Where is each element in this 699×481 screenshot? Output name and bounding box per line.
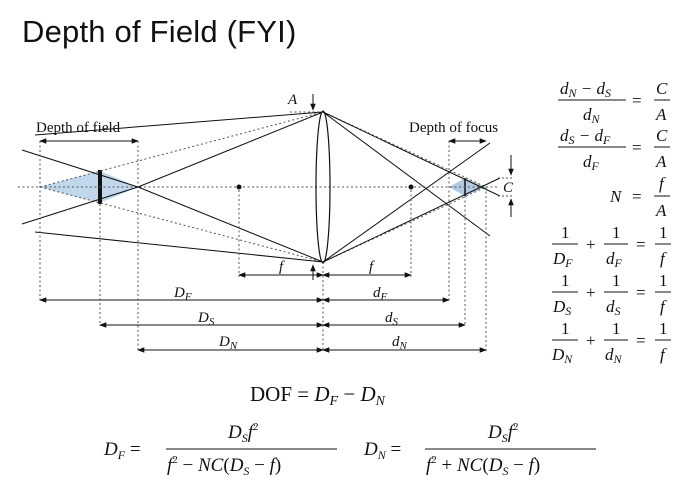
depth-of-focus-region bbox=[449, 178, 486, 196]
svg-text:1: 1 bbox=[659, 223, 668, 242]
distance-markers bbox=[39, 111, 487, 352]
svg-text:A: A bbox=[655, 105, 667, 124]
lens bbox=[315, 110, 331, 264]
svg-text:1: 1 bbox=[561, 319, 570, 338]
depth-of-focus-label: Depth of focus bbox=[409, 120, 498, 136]
aperture-label: A bbox=[287, 92, 298, 108]
svg-text:C: C bbox=[656, 126, 668, 145]
svg-text:f2 + NC(DS − f): f2 + NC(DS − f) bbox=[426, 454, 540, 478]
label-d-S: dS bbox=[385, 310, 399, 328]
svg-text:f: f bbox=[660, 297, 667, 316]
svg-text:dF: dF bbox=[606, 249, 623, 270]
label-D-N: DN bbox=[218, 334, 238, 352]
svg-text:1: 1 bbox=[659, 319, 668, 338]
equation-lens-S: 1 DS + 1 dS = 1 f bbox=[552, 271, 671, 318]
svg-text:+: + bbox=[586, 283, 596, 302]
svg-text:1: 1 bbox=[659, 271, 668, 290]
svg-text:dN: dN bbox=[605, 345, 623, 366]
equation-D-F: DF = DSf2 f2 − NC(DS − f) bbox=[103, 421, 337, 478]
svg-text:DF =: DF = bbox=[103, 439, 141, 462]
svg-text:f2 − NC(DS − f): f2 − NC(DS − f) bbox=[167, 454, 281, 478]
focal-point-right bbox=[408, 184, 414, 190]
equation-lens-F: 1 DF + 1 dF = 1 f bbox=[552, 223, 671, 270]
svg-text:DF: DF bbox=[552, 249, 573, 270]
svg-text:f: f bbox=[660, 345, 667, 364]
equation-ratio-far: dS − dF dF = C A bbox=[558, 126, 670, 173]
svg-text:DSf2: DSf2 bbox=[227, 421, 259, 445]
svg-text:1: 1 bbox=[612, 319, 621, 338]
ray-cones bbox=[21, 111, 501, 263]
label-D-S: DS bbox=[197, 310, 215, 328]
svg-text:+: + bbox=[586, 235, 596, 254]
equation-D-N: DN = DSf2 f2 + NC(DS − f) bbox=[363, 421, 596, 478]
svg-text:N: N bbox=[609, 187, 623, 206]
label-d-F: dF bbox=[373, 285, 388, 303]
svg-text:A: A bbox=[655, 201, 667, 220]
svg-text:DN =: DN = bbox=[363, 439, 401, 462]
equation-dof: DOF = DF − DN bbox=[250, 382, 386, 409]
focal-point-left bbox=[236, 184, 242, 190]
svg-text:DOF = DF − DN: DOF = DF − DN bbox=[250, 382, 386, 409]
svg-text:=: = bbox=[632, 187, 642, 206]
svg-text:DN: DN bbox=[551, 345, 573, 366]
svg-text:f: f bbox=[660, 249, 667, 268]
svg-text:=: = bbox=[636, 331, 646, 350]
svg-text:dS: dS bbox=[606, 297, 621, 318]
svg-text:+: + bbox=[586, 331, 596, 350]
svg-text:=: = bbox=[632, 91, 642, 110]
svg-text:dN: dN bbox=[583, 105, 601, 126]
svg-text:1: 1 bbox=[612, 271, 621, 290]
svg-text:DSf2: DSf2 bbox=[487, 421, 519, 445]
svg-text:1: 1 bbox=[612, 223, 621, 242]
equation-lens-N: 1 DN + 1 dN = 1 f bbox=[551, 319, 671, 366]
label-D-F: DF bbox=[173, 285, 192, 303]
svg-text:1: 1 bbox=[561, 223, 570, 242]
coc-label: C bbox=[503, 180, 514, 196]
svg-text:dF: dF bbox=[583, 152, 600, 173]
label-d-N: dN bbox=[392, 334, 408, 352]
svg-text:=: = bbox=[636, 283, 646, 302]
svg-text:=: = bbox=[632, 138, 642, 157]
focal-length-left-label: f bbox=[279, 259, 285, 275]
slide-title: Depth of Field (FYI) bbox=[22, 14, 297, 49]
svg-text:dN − dS: dN − dS bbox=[560, 79, 611, 100]
equation-ratio-near: dN − dS dN = C A bbox=[558, 79, 670, 126]
svg-text:C: C bbox=[656, 79, 668, 98]
svg-text:dS − dF: dS − dF bbox=[560, 126, 611, 147]
depth-of-field-label: Depth of field bbox=[36, 120, 121, 136]
focal-length-right-label: f bbox=[369, 259, 375, 275]
svg-text:=: = bbox=[636, 235, 646, 254]
focal-rays bbox=[39, 111, 487, 263]
svg-text:f: f bbox=[659, 174, 666, 193]
svg-text:A: A bbox=[655, 152, 667, 171]
svg-text:1: 1 bbox=[561, 271, 570, 290]
svg-text:DS: DS bbox=[552, 297, 571, 318]
equation-f-number: N = f A bbox=[609, 174, 670, 220]
